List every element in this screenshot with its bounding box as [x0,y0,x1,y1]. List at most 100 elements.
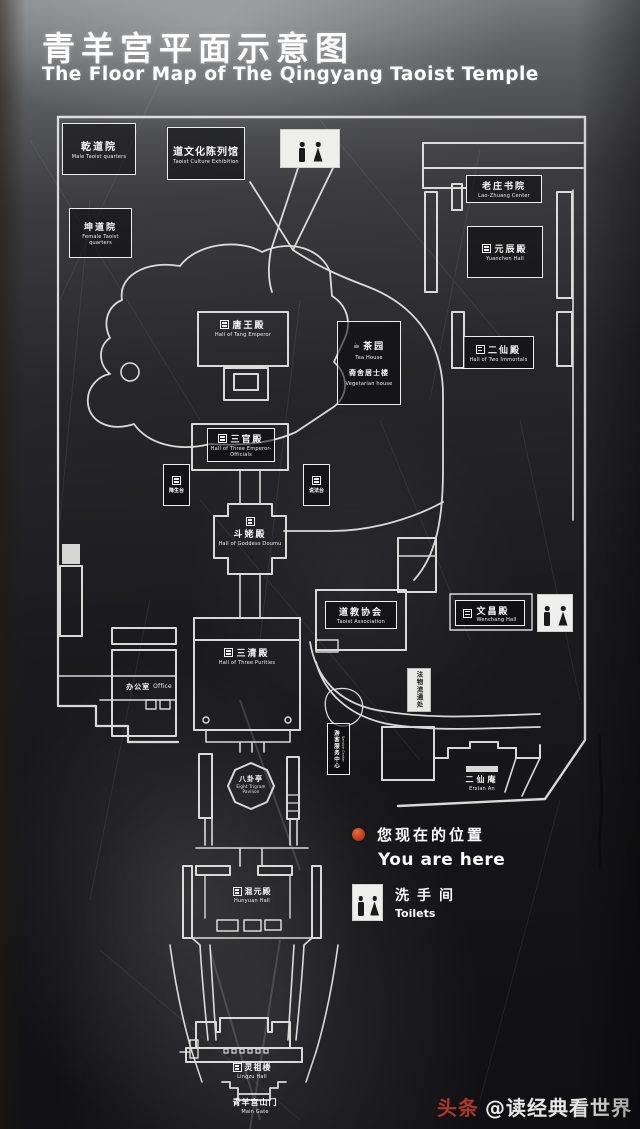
map-label-shuofa-terrace: 说法台 [303,464,330,506]
hall-icon [220,320,230,329]
label-zh: 二仙殿 [487,345,521,356]
label-en: Main Gate [241,1109,269,1115]
hall-icon [463,608,473,618]
label-en: Hall of Three Emperor-Officials [210,446,272,458]
label-zh: 道文化陈列馆 [173,146,239,158]
label-en: Taoist Culture Exhibition [173,158,239,165]
watermark-handle: @读经典看世界 [485,1096,632,1120]
label-zh: 茶园 [363,342,386,352]
map-label-three-purities-hall: 三清殿 Hall of Three Purities [207,646,287,666]
hall-icon [482,244,492,253]
page-title: 青羊宫平面示意图 [42,29,354,68]
label-en: Hunyuan Hall [233,898,271,904]
legend-toilets-zh: 洗手间 [395,888,461,904]
label-zh: 二仙庵 [465,775,499,784]
legend-you-are-here-en: You are here [378,850,506,870]
map-label-female-quarters: 坤道院 Female Taoist quarters [69,208,132,258]
label-zh: 混元殿 [244,887,272,896]
label-zh: 八卦亭 [239,775,263,783]
legend-toilets-en: Toilets [395,907,436,920]
label-en: Vegetarian house [345,381,393,387]
map-label-wenchang-hall: 文昌殿 Wenchang Hall [455,600,525,626]
you-are-here-marker-icon [352,828,365,841]
map-legend: 您现在的位置 You are here 洗手间 Toilets [352,824,612,921]
label-zh: 青羊宫山门 [232,1098,278,1107]
map-label-jiangsheng-terrace: 降生台 [163,464,190,506]
female-figure-icon [313,142,323,163]
map-label-office: 办公室 Office [104,682,194,692]
map-label-lingzu-hall: 灵祖楼 Lingzu Hall [210,1062,294,1080]
map-label-male-quarters: 乾道院 Male Taoist quarters [62,123,136,175]
label-zh: 斋舍居士楼 [349,369,389,377]
label-zh: 道教协会 [338,608,383,618]
hall-icon [475,344,485,354]
label-zh: 灵祖楼 [244,1063,272,1072]
male-figure-icon [542,606,552,627]
label-en: Lao-Zhuang Center [478,193,530,199]
label-en: Hall of Tang Emperor [214,332,272,338]
teapot-icon: ☕ [352,340,361,350]
label-en: Hall of Three Purities [218,660,276,666]
label-en: Service Center [341,736,345,762]
label-zh: 文昌殿 [476,606,510,617]
map-label-shop: 法物流通处 [407,668,431,712]
watermark: 头条 @读经典看世界 [437,1092,632,1121]
label-en: Hall of Two Immortals [469,356,528,363]
label-zh: 法物流通处 [415,671,423,709]
label-en: Male Taoist quarters [71,154,127,160]
female-figure-icon [558,606,568,627]
male-figure-icon [356,896,366,917]
label-zh: 坤道院 [83,223,117,233]
map-label-bagua-pavilion: 八卦亭 Eight Trigram Pavilion [228,774,274,795]
map-label-tang-emperor-hall: 唐王殿 Hall of Tang Emperor [203,318,283,338]
label-en: Hall of Goddess Doumu [218,541,282,547]
page-subtitle: The Floor Map of The Qingyang Taoist Tem… [42,64,539,85]
hall-icon [232,887,242,896]
label-zh: 三清殿 [236,649,270,659]
map-label-doumu-hall: 斗姥殿 Hall of Goddess Doumu [210,517,290,547]
label-en: Office [153,683,172,691]
hall-icon [218,434,228,443]
label-en: Female Taoist quarters [82,234,119,246]
watermark-badge: 头条 [437,1096,479,1120]
map-label-tea-house: ☕ 茶园 Tea House 斋舍居士楼 Vegetarian house [337,321,401,405]
map-label-erxian-an: 二仙庵 Erxian An [450,774,514,792]
label-zh: 老庄书院 [481,182,526,192]
label-zh: 唐王殿 [232,321,266,331]
map-label-visitor-center: 游客服务中心 Service Center [327,723,350,775]
toilet-legend-icon [352,884,383,921]
toilet-icon-box-north [280,129,340,168]
map-label-yuanchen-hall: 元辰殿 Yuanchen Hall [467,226,543,278]
label-en: Eight Trigram Pavilion [236,784,266,794]
label-zh: 说法台 [308,488,324,494]
label-en: Lingzu Hall [237,1074,267,1080]
map-label-main-gate: 青羊宫山门 Main Gate [210,1097,300,1115]
label-zh: 三官殿 [230,435,264,445]
female-figure-icon [370,896,380,917]
legend-you-are-here-zh: 您现在的位置 [377,826,486,844]
toilet-icon-box-east [537,594,573,632]
hall-icon [224,648,234,657]
hall-icon [172,476,181,485]
map-label-taoist-association: 道教协会 Taoist Association [325,601,397,629]
map-label-three-officials-hall: 三官殿 Hall of Three Emperor-Officials [207,428,275,462]
label-en: Tea House [355,355,383,361]
map-label-culture-exhibition: 道文化陈列馆 Taoist Culture Exhibition [167,127,245,180]
label-zh: 办公室 [126,683,151,691]
label-zh: 元辰殿 [494,245,528,255]
map-label-two-immortals-hall: 二仙殿 Hall of Two Immortals [463,336,534,369]
label-en: Erxian An [469,786,495,792]
label-zh: 斗姥殿 [233,530,267,540]
label-zh: 降生台 [168,488,184,494]
label-zh: 游客服务中心 [333,729,339,769]
hall-icon [312,476,321,485]
male-figure-icon [297,142,307,163]
map-label-laozhuang-center: 老庄书院 Lao-Zhuang Center [466,175,542,203]
label-en: Taoist Association [337,619,385,625]
label-en: Yuanchen Hall [486,256,524,262]
map-label-hunyuan-hall: 混元殿 Hunyuan Hall [212,886,292,904]
label-en: Wenchang Hall [476,616,517,623]
hall-icon [232,1063,242,1072]
label-zh: 乾道院 [81,142,117,153]
